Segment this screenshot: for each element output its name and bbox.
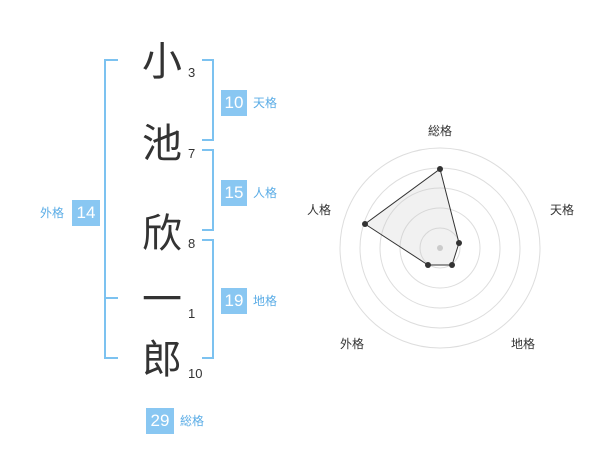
radar-point-jinkaku [362,221,368,227]
gaikaku-label: 外格 [40,206,65,220]
radar-label-bottom-left: 外格 [339,337,364,351]
jinkaku-bracket [202,149,214,231]
radar-point-chikaku [449,262,455,268]
tenkaku-label: 天格 [253,96,278,110]
name-char-4: 一 [142,277,182,323]
jinkaku-label: 人格 [253,186,278,200]
radar-point-gaikaku [425,262,431,268]
stroke-count-3: 8 [188,236,196,251]
radar-point-soukaku [437,166,443,172]
radar-ring-2 [399,207,481,289]
chikaku-label: 地格 [253,294,278,308]
name-char-5: 郎 [142,337,182,383]
gaikaku-value-badge: 14 [72,200,100,226]
radar-center-dot [437,245,443,251]
radar-label-bottom-right: 地格 [510,337,535,351]
stroke-count-1: 3 [188,65,196,80]
radar-polygon [364,168,460,266]
name-char-2: 池 [142,121,182,167]
stroke-count-2: 7 [188,146,196,161]
radar-ring-5 [339,147,541,349]
chikaku-value-badge: 19 [221,288,247,314]
jinkaku-value-badge: 15 [221,180,247,206]
stroke-count-4: 1 [188,306,196,321]
radar-label-right: 天格 [549,203,574,217]
radar-ring-3 [379,187,501,309]
radar-label-left: 人格 [306,203,331,217]
tenkaku-value-badge: 10 [221,90,247,116]
radar-ring-1 [419,227,461,269]
name-char-1: 小 [142,39,182,85]
gaikaku-bracket [104,59,118,359]
radar-point-tenkaku [456,240,462,246]
soukaku-label: 総格 [180,414,205,428]
name-char-3: 欣 [142,211,182,257]
stroke-count-5: 10 [188,366,203,381]
radar-label-top: 総格 [427,124,452,138]
tenkaku-bracket [202,59,214,141]
soukaku-value-badge: 29 [146,408,174,434]
chikaku-bracket [202,239,214,359]
